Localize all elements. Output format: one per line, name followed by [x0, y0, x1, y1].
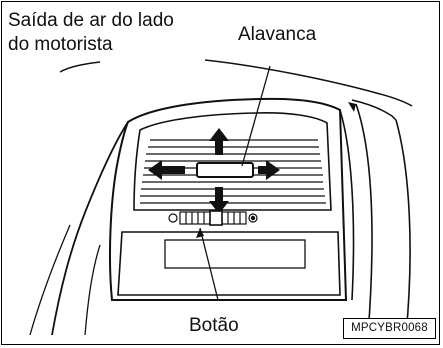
- leader-button: [199, 227, 219, 301]
- dashboard-curve: [59, 61, 101, 73]
- vent-lever: [196, 162, 254, 178]
- label-lever: Alavanca: [238, 24, 317, 45]
- figure-title-line-1: Saída de ar do lado: [8, 10, 174, 31]
- figure-title-line-2: do motorista: [8, 34, 113, 55]
- windshield-line: [204, 59, 413, 107]
- control-strip: [168, 210, 258, 226]
- dash-left-panel: [51, 121, 129, 336]
- figure-code: MPCYBR0068: [343, 318, 436, 339]
- leader-lever: [241, 65, 271, 167]
- side-trim: [339, 109, 355, 301]
- label-button: Botão: [189, 315, 239, 336]
- vent-button: [209, 210, 223, 226]
- direction-arrows: [148, 128, 280, 214]
